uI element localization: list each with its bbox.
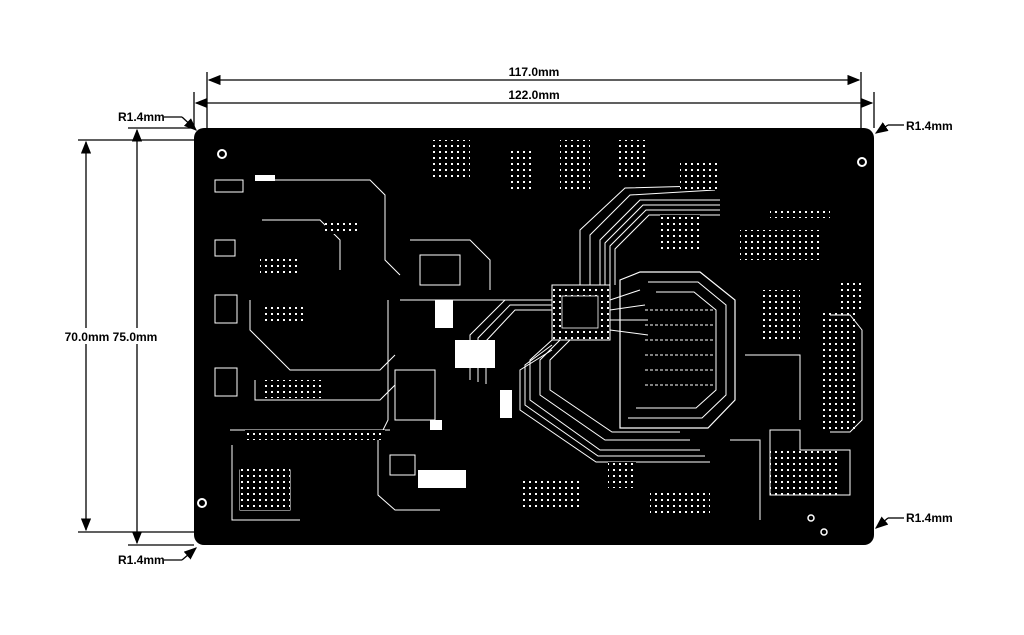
bus-traces [469, 185, 720, 463]
width-117-label: 117.0mm [509, 65, 560, 79]
width-dimension-122: 122.0mm [193, 88, 875, 128]
radius-top-left-label: R1.4mm [118, 110, 165, 124]
radius-top-right-label: R1.4mm [906, 119, 953, 133]
copper-pads [240, 140, 865, 515]
right-connector [730, 314, 863, 520]
width-dimension-117: 117.0mm [206, 65, 862, 128]
height-dimension: 70.0mm 75.0mm [58, 127, 200, 546]
radius-callout-top-left: R1.4mm [118, 110, 197, 131]
mounting-holes [197, 149, 867, 536]
radius-callout-top-right: R1.4mm [874, 119, 953, 134]
main-processor [551, 284, 611, 341]
pcb-board [194, 128, 874, 545]
height-label: 70.0mm 75.0mm [65, 330, 158, 344]
radius-callout-bottom-right: R1.4mm [875, 511, 953, 529]
radius-callout-bottom-left: R1.4mm [118, 547, 197, 567]
radius-bottom-left-label: R1.4mm [118, 553, 165, 567]
width-122-label: 122.0mm [508, 88, 559, 102]
memory-region [619, 271, 736, 429]
radius-bottom-right-label: R1.4mm [906, 511, 953, 525]
